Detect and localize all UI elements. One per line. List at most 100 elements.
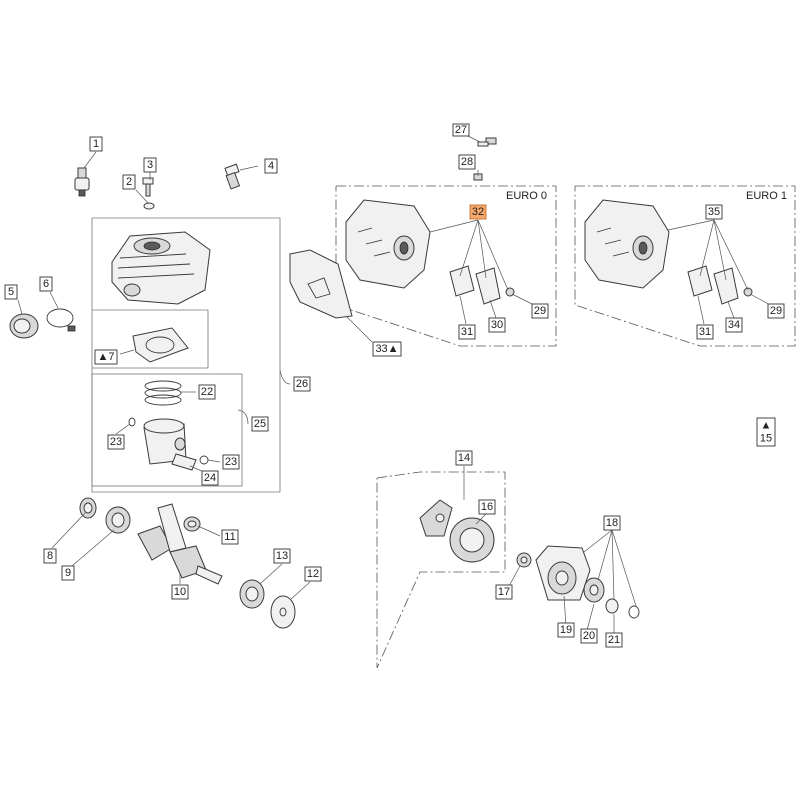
callout-number: 11 [224,531,235,543]
callout-number: 2 [126,176,132,188]
intake-flange-part [9,313,39,339]
callout-c15: ▲15 [756,417,776,447]
callout-number: 31 [699,326,711,338]
callout-number: 20 [583,630,595,642]
callout-c2: 2 [122,174,136,190]
callout-box [452,123,470,137]
callout-box [304,566,322,582]
callout-c16: 16 [478,499,496,515]
muffler-euro1-part [584,199,670,289]
callout-box [372,341,402,357]
callout-box [455,450,473,466]
crankshaft-part [137,503,223,585]
callout-box [495,584,513,600]
callout-number: 10 [174,586,186,598]
callout-box [264,158,278,174]
hose-clamp-part [46,308,76,332]
callout-c9: 9 [61,565,75,581]
callout-box [705,204,723,220]
callout-c4: 4 [264,158,278,174]
callout-number: 12 [307,568,319,580]
callout-number: 33▲ [375,343,398,355]
callout-number: 23 [225,456,237,468]
callout-c29a: 29 [531,303,549,319]
callout-box [469,204,487,220]
callout-number: 28 [461,156,473,168]
callout-c22: 22 [198,384,216,400]
callout-number: 32 [472,206,484,218]
callout-c18: 18 [603,515,621,531]
callout-number: 3 [147,159,153,171]
callout-c23b: 23 [222,454,240,470]
muffler-gasket-part [687,265,713,297]
piston-group-frame [91,373,243,487]
callout-box [94,349,118,365]
callout-box [222,454,240,470]
screw-27-part [477,137,497,147]
thrust-washer-part [270,595,296,629]
muffler-plate-part [475,267,501,305]
callout-number: 24 [204,472,216,484]
circlip-part [199,455,209,465]
callout-number: 27 [455,124,467,136]
callout-number: ▲ [761,420,772,432]
callout-c30: 30 [488,317,506,333]
callout-c33: 33▲ [372,341,402,357]
callout-c13: 13 [273,548,291,564]
nut-part [505,287,515,297]
callout-box [293,376,311,392]
callout-number: 21 [608,634,620,646]
callout-number: 22 [201,386,213,398]
washer-part [605,598,619,614]
bearing-part [105,506,131,534]
callout-number: 15 [760,433,772,445]
callout-box [198,384,216,400]
callout-box [39,276,53,292]
callout-box [725,317,743,333]
clutch-drum-part [535,545,591,601]
callout-c29b: 29 [767,303,785,319]
callout-c14: 14 [455,450,473,466]
callout-c28: 28 [458,154,476,170]
callout-box [696,324,714,340]
callout-box [43,548,57,564]
bearing-part [239,579,265,609]
callout-number: 6 [43,278,49,290]
callout-box [531,303,549,319]
spark-plug-part [74,167,90,197]
callout-number: 19 [560,624,572,636]
callout-c24: 24 [201,470,219,486]
callout-box [557,622,575,638]
callout-c25: 25 [251,416,269,432]
callout-number: 17 [498,586,510,598]
callout-number: 29 [534,305,546,317]
callout-number: 1 [93,138,99,150]
circlip-part [128,417,136,427]
callout-box [221,529,239,545]
washer-part [143,202,155,210]
callout-box [767,303,785,319]
needle-cage-part [516,552,532,568]
callout-number: 13 [276,550,288,562]
sprocket-part [583,577,605,603]
euro0-label: EURO 0 [506,190,547,202]
callout-c26: 26 [293,376,311,392]
cylinder-subframe [92,309,209,369]
callout-c5: 5 [4,284,18,300]
heat-shield-part [289,249,353,319]
callout-number: 14 [458,452,470,464]
callout-c23a: 23 [107,434,125,450]
callout-c12: 12 [304,566,322,582]
callout-box [61,565,75,581]
piston-rings-part [144,380,182,406]
callout-c10: 10 [171,584,189,600]
callout-box [107,434,125,450]
decompression-valve-part [142,177,154,197]
callout-number: 4 [268,160,274,172]
callout-number: 29 [770,305,782,317]
piston-pin-part [171,453,197,471]
callout-box [89,136,103,152]
callout-box [478,499,496,515]
clutch-shoes-part [449,517,495,563]
